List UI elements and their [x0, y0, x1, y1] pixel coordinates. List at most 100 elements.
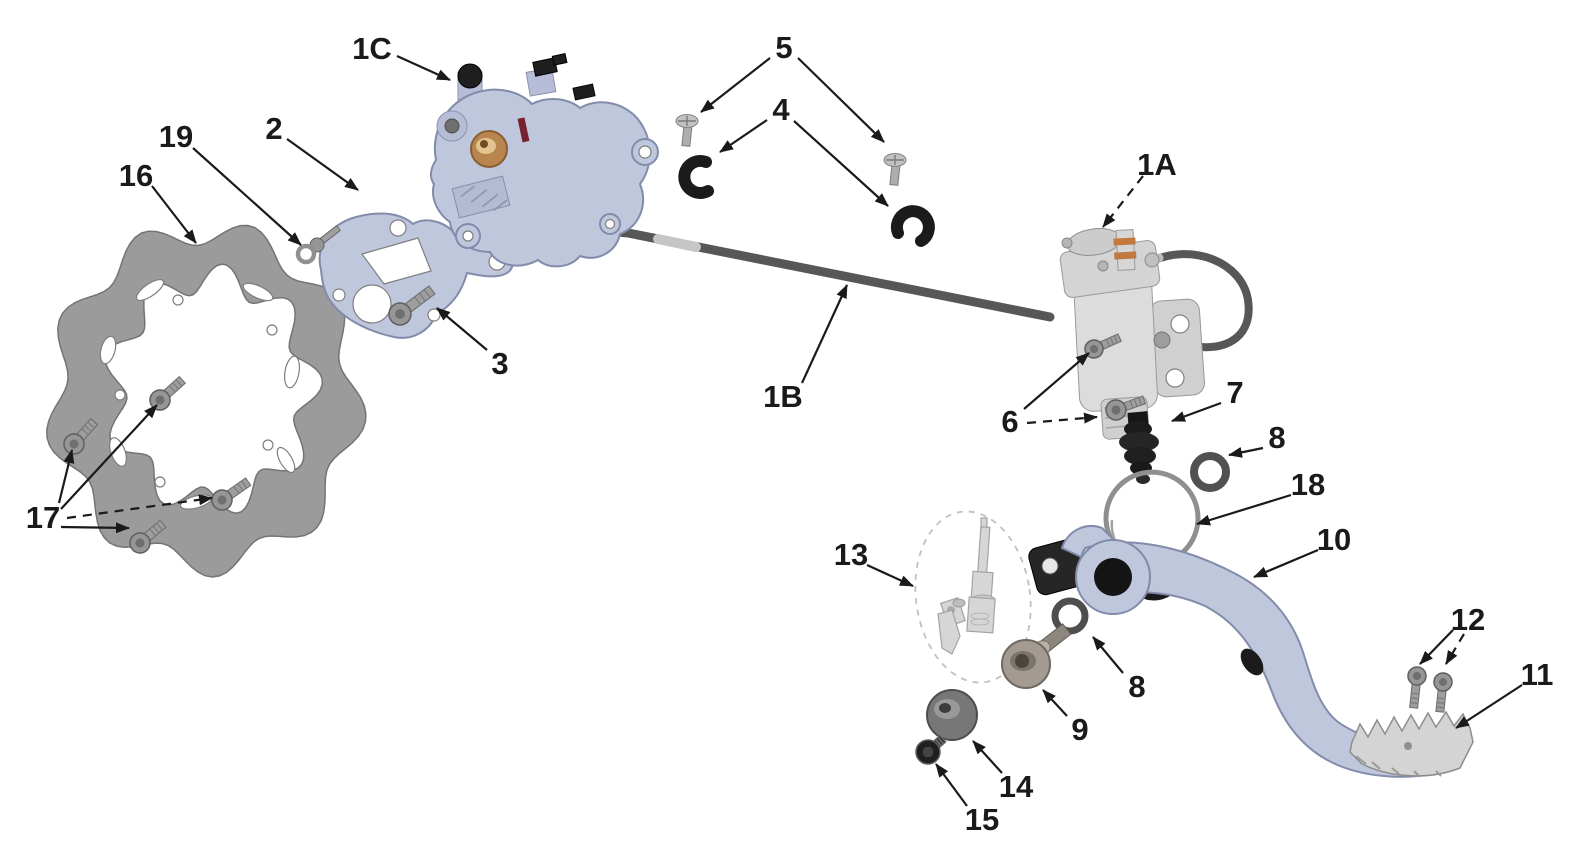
caliper-decal	[517, 117, 530, 143]
banjo-bolt-center	[480, 140, 488, 148]
clevis-hole	[1041, 557, 1059, 575]
bracket-pin	[295, 224, 342, 265]
caliper-ear-hole	[444, 118, 460, 134]
bracket-cutout	[361, 237, 432, 285]
pad-bolt	[1407, 666, 1427, 709]
pedal-pivot-bolt	[1001, 623, 1072, 689]
leader-line-16	[151, 185, 197, 244]
o-ring-lower	[1051, 597, 1089, 635]
callout-label-18-13: 18	[1291, 467, 1325, 502]
rotor-mount-hole	[266, 324, 278, 336]
callout-label-4-5: 4	[772, 92, 790, 127]
callout-label-6-10: 6	[1001, 404, 1018, 439]
leader-line-17	[66, 494, 213, 520]
rotor-bolt	[211, 477, 252, 511]
brake-caliper	[429, 53, 659, 268]
callout-label-7-11: 7	[1226, 375, 1243, 410]
cap-screw	[1097, 260, 1109, 272]
callout-label-8-12: 8	[1268, 420, 1285, 455]
rotor-ring	[46, 224, 367, 578]
rotor-bolt	[149, 375, 187, 411]
callout-label-1B-7: 1B	[763, 379, 803, 414]
bracket-hole	[332, 288, 346, 302]
leader-line-1A	[1102, 175, 1144, 228]
bracket-hole	[427, 308, 441, 322]
rotor-slot	[276, 446, 296, 474]
leader-line-18	[1196, 493, 1292, 526]
callout-label-8-16: 8	[1128, 669, 1145, 704]
brake-rotor	[46, 224, 367, 578]
clamp-screw	[883, 153, 907, 186]
leader-line-10	[1253, 548, 1319, 579]
callout-label-10-14: 10	[1317, 522, 1351, 557]
leader-line-17	[60, 522, 130, 534]
linkage-kit	[914, 510, 1032, 684]
rotor-mount-hole	[172, 294, 184, 306]
rotor-mount-hole	[154, 476, 166, 488]
leader-line-7	[1171, 401, 1222, 423]
leader-line-19	[192, 147, 302, 246]
leader-line-1B	[801, 284, 848, 384]
brake-pedal	[1028, 525, 1442, 778]
leader-line-5	[797, 57, 885, 143]
pedal-pivot-bore	[1094, 558, 1132, 596]
rotor-slot	[242, 282, 274, 302]
leader-line-12	[1419, 629, 1454, 665]
rotor-mount-hole	[114, 389, 126, 401]
leader-line-6	[1023, 352, 1090, 410]
leader-line-11	[1455, 684, 1523, 729]
callout-label-5-4: 5	[775, 30, 792, 65]
pedal-bushing	[926, 689, 978, 741]
leader-line-12	[1445, 633, 1465, 665]
rotor-mount-hole	[262, 439, 274, 451]
kit-ellipse	[914, 510, 1032, 684]
rotor-slot	[99, 335, 117, 365]
rotor-slot	[135, 278, 165, 302]
callout-label-1A-6: 1A	[1137, 147, 1177, 182]
leader-line-3	[436, 307, 488, 351]
callout-label-15-21: 15	[965, 802, 999, 837]
pad-hole	[1404, 742, 1412, 750]
caliper-nub	[572, 83, 596, 101]
hose-clamp	[678, 154, 714, 199]
leader-line-9	[1042, 689, 1068, 717]
leader-line-8	[1092, 636, 1124, 674]
callout-label-9-17: 9	[1071, 712, 1088, 747]
callout-label-17-9: 17	[26, 500, 60, 535]
leader-line-13	[866, 563, 914, 588]
master-cylinder	[1059, 228, 1253, 440]
pedal-slot	[1240, 648, 1264, 676]
leader-line-6	[1026, 412, 1098, 425]
callout-label-14-20: 14	[999, 769, 1034, 804]
brake-pad	[451, 175, 511, 219]
leader-line-4	[719, 119, 768, 153]
leader-line-5	[700, 57, 771, 113]
o-ring-upper	[1190, 452, 1230, 492]
leader-line-14	[972, 740, 1003, 774]
leader-line-2	[286, 138, 359, 191]
callout-label-12-18: 12	[1451, 602, 1485, 637]
clamp-screw	[675, 114, 699, 147]
callout-label-16-3: 16	[119, 158, 153, 193]
leader-line-1C	[396, 54, 451, 82]
bracket-hole	[389, 219, 407, 237]
pad-bolt	[1433, 672, 1453, 713]
top-fitting	[1144, 252, 1160, 268]
washer	[295, 243, 317, 265]
mc-bolt	[1105, 395, 1147, 421]
rotor-bolt	[129, 519, 167, 554]
leader-line-4	[793, 120, 889, 207]
ear-hole	[1170, 314, 1190, 334]
callout-label-1C-0: 1C	[352, 31, 392, 66]
clevis-fork	[937, 609, 961, 655]
callout-label-2-1: 2	[265, 111, 282, 146]
hose-clamp	[890, 205, 935, 247]
pinch-bolt	[915, 734, 947, 765]
bracket-hole	[352, 284, 392, 324]
bracket-bolt	[388, 285, 436, 326]
callout-label-19-2: 19	[159, 119, 193, 154]
callout-label-3-8: 3	[491, 346, 508, 381]
